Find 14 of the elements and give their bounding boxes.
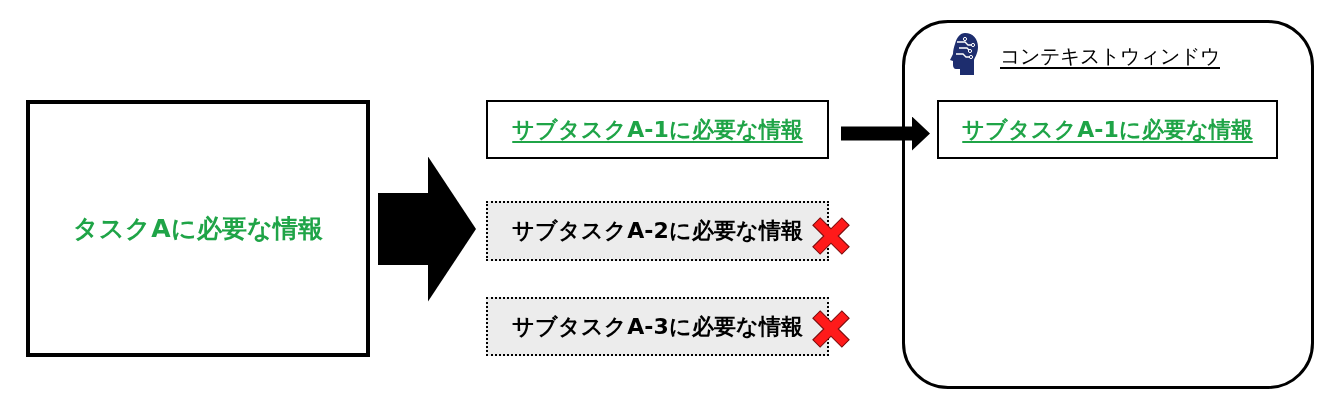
box-label: サブタスクA-3に必要な情報 — [512, 312, 803, 341]
text-box — [937, 100, 1278, 159]
box-label: サブタスクA-1に必要な情報 — [962, 115, 1253, 144]
box-label: タスクAに必要な情報 — [73, 212, 323, 245]
box-label: サブタスクA-1に必要な情報 — [512, 115, 803, 144]
rounded-panel — [902, 20, 1314, 389]
box-label: サブタスクA-2に必要な情報 — [512, 217, 803, 245]
text-box — [486, 297, 829, 356]
text-box — [26, 100, 370, 357]
block-arrow — [378, 156, 476, 302]
text-box — [486, 100, 829, 159]
text-box — [486, 201, 829, 261]
arrow — [841, 116, 930, 151]
panel-heading: コンテキストウィンドウ — [1000, 45, 1220, 70]
